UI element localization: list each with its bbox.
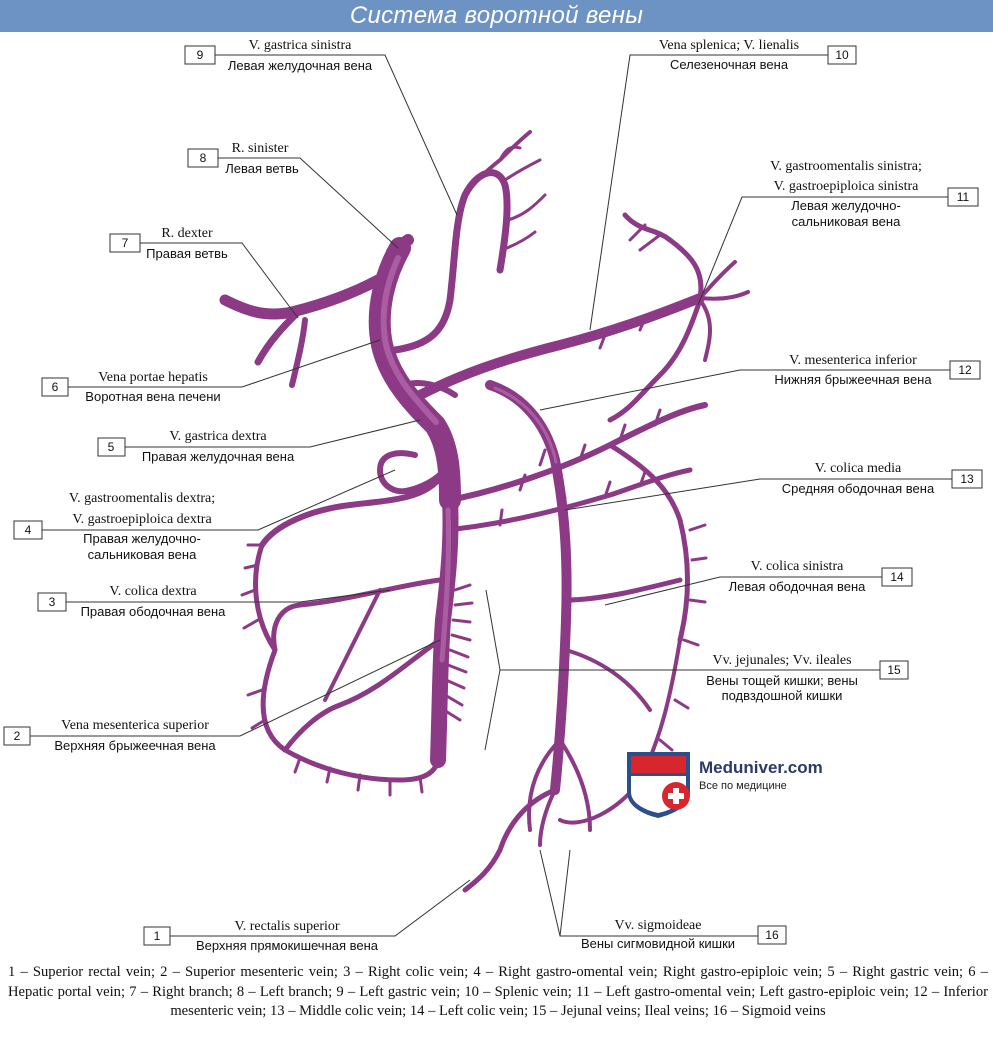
svg-text:Верхняя брыжеечная вена: Верхняя брыжеечная вена [54,738,216,753]
svg-text:Левая желудочно-: Левая желудочно- [791,198,901,213]
label-5: 5 V. gastrica dextra Правая желудочная в… [97,429,295,464]
svg-text:Левая желудочная вена: Левая желудочная вена [228,58,373,73]
svg-text:Вены тощей кишки; вены: Вены тощей кишки; вены [706,673,858,688]
svg-text:2: 2 [14,729,21,743]
svg-text:1: 1 [154,929,161,943]
label-9: 9 V. gastrica sinistra Левая желудочная … [184,38,373,73]
svg-text:6: 6 [52,380,59,394]
label-7: 7 R. dexter Правая ветвь [109,226,228,261]
svg-text:8: 8 [200,151,207,165]
label-16: 16 Vv. sigmoideae Вены сигмовидной кишки [581,918,787,951]
svg-text:Левая ветвь: Левая ветвь [225,161,299,176]
svg-text:V. mesenterica inferior: V. mesenterica inferior [789,353,917,368]
label-8: 8 R. sinister Левая ветвь [187,141,299,176]
svg-text:V. gastroomentalis sinistra;: V. gastroomentalis sinistra; [770,159,922,174]
svg-text:сальниковая вена: сальниковая вена [792,214,901,229]
svg-text:R. dexter: R. dexter [161,226,213,241]
svg-text:V. gastrica sinistra: V. gastrica sinistra [249,38,353,53]
svg-text:Vv. sigmoideae: Vv. sigmoideae [615,918,702,933]
label-4: 4 V. gastroomentalis dextra; V. gastroep… [13,491,215,562]
svg-text:Vena portae hepatis: Vena portae hepatis [98,370,208,385]
svg-text:V. gastrica dextra: V. gastrica dextra [169,429,267,444]
svg-text:Правая ветвь: Правая ветвь [146,246,228,261]
svg-text:5: 5 [108,440,115,454]
meduniver-shield-icon [627,752,690,818]
svg-text:14: 14 [890,570,904,584]
svg-text:V. gastroomentalis dextra;: V. gastroomentalis dextra; [69,491,215,506]
svg-text:Селезеночная вена: Селезеночная вена [670,57,789,72]
svg-text:9: 9 [197,48,204,62]
vein-illustration [219,130,750,893]
label-6: 6 Vena portae hepatis Воротная вена пече… [41,370,221,404]
svg-text:3: 3 [49,595,56,609]
svg-text:Средняя ободочная вена: Средняя ободочная вена [782,481,935,496]
svg-text:V. colica sinistra: V. colica sinistra [751,559,844,574]
svg-text:Верхняя прямокишечная вена: Верхняя прямокишечная вена [196,938,379,953]
label-11: 11 V. gastroomentalis sinistra; V. gastr… [770,159,979,229]
svg-text:Нижняя брыжеечная вена: Нижняя брыжеечная вена [774,372,932,387]
title-bar: Система воротной вены [0,0,993,32]
svg-text:подвздошной кишки: подвздошной кишки [722,688,843,703]
label-13: 13 V. colica media Средняя ободочная вен… [782,461,983,496]
svg-text:13: 13 [960,472,974,486]
label-12: 12 V. mesenterica inferior Нижняя брыжее… [774,353,981,387]
page-title: Система воротной вены [349,2,644,29]
svg-text:V. colica media: V. colica media [815,461,902,476]
svg-text:Воротная вена печени: Воротная вена печени [85,389,220,404]
svg-text:11: 11 [957,190,970,204]
svg-text:Vv. jejunales; Vv. ileales: Vv. jejunales; Vv. ileales [712,653,851,668]
svg-text:Vena splenica; V. lienalis: Vena splenica; V. lienalis [659,38,799,53]
label-10: 10 Vena splenica; V. lienalis Селезеночн… [659,38,857,72]
figure-caption: 1 – Superior rectal vein; 2 – Superior m… [8,964,988,1019]
label-2: 2 Vena mesenterica superior Верхняя брыж… [3,718,216,753]
svg-text:V. gastroepiploica dextra: V. gastroepiploica dextra [72,512,212,527]
svg-text:V. rectalis superior: V. rectalis superior [234,919,339,934]
label-3: 3 V. colica dextra Правая ободочная вена [37,584,227,619]
svg-text:V. gastroepiploica sinistra: V. gastroepiploica sinistra [774,179,920,194]
svg-text:12: 12 [958,363,972,377]
label-15: 15 Vv. jejunales; Vv. ileales Вены тощей… [706,653,909,703]
svg-text:Левая ободочная вена: Левая ободочная вена [729,579,867,594]
logo-name: Meduniver.com [699,758,823,777]
svg-text:V. colica dextra: V. colica dextra [109,584,197,599]
leader-lines [30,54,952,937]
svg-text:Вены сигмовидной кишки: Вены сигмовидной кишки [581,936,735,951]
svg-text:сальниковая вена: сальниковая вена [88,547,197,562]
svg-text:Правая желудочно-: Правая желудочно- [83,531,201,546]
svg-text:Правая желудочная вена: Правая желудочная вена [142,449,295,464]
meduniver-logo: Meduniver.com Все по медицине [699,758,823,792]
svg-text:Vena mesenterica superior: Vena mesenterica superior [61,718,209,733]
svg-text:Правая ободочная вена: Правая ободочная вена [81,604,227,619]
label-1: 1 V. rectalis superior Верхняя прямокише… [143,919,379,953]
label-14: 14 V. colica sinistra Левая ободочная ве… [729,559,913,594]
svg-text:R. sinister: R. sinister [232,141,289,156]
svg-text:15: 15 [887,663,901,677]
logo-tagline: Все по медицине [699,780,787,792]
svg-text:10: 10 [835,48,849,62]
svg-text:4: 4 [25,523,32,537]
svg-text:7: 7 [122,236,129,250]
svg-text:16: 16 [765,928,779,942]
